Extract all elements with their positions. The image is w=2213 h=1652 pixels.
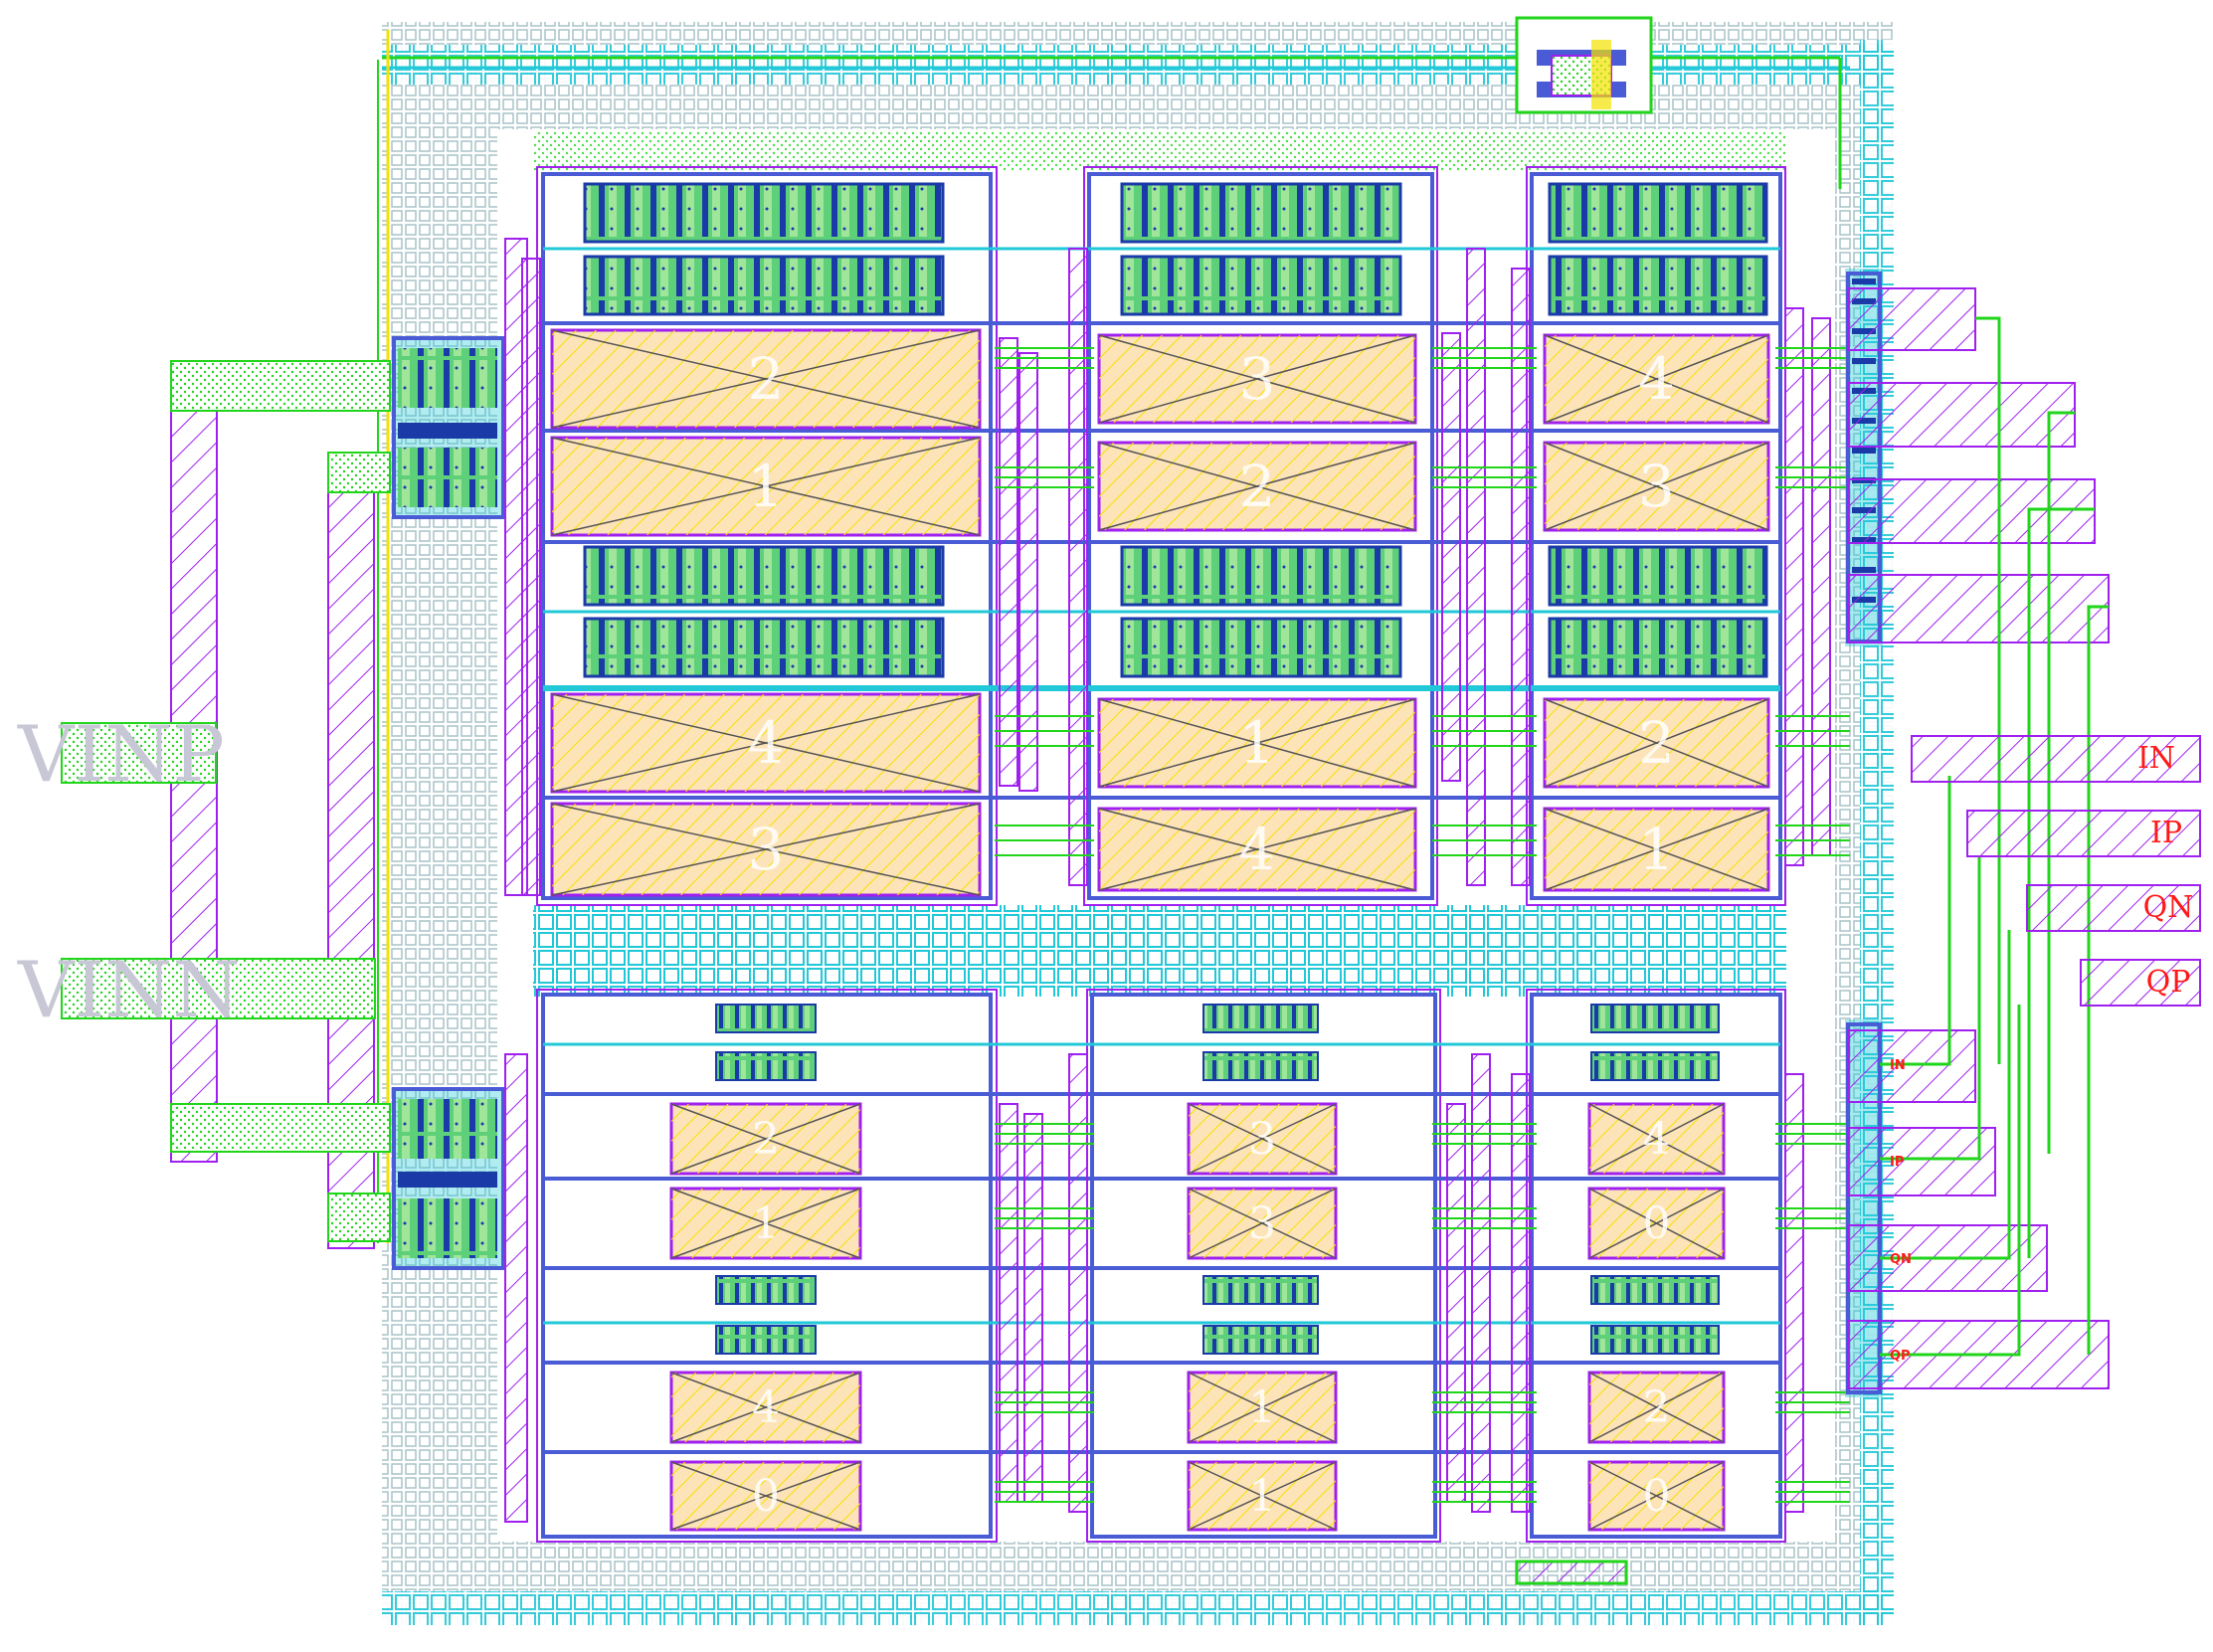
horizontal-wires bbox=[995, 347, 1850, 1503]
inner-pin-ip: IP bbox=[1890, 1155, 1904, 1170]
port-vinp-label: VINP bbox=[17, 710, 225, 800]
center-via-band bbox=[533, 905, 1786, 997]
bot-res-c2-r2-label: 2 bbox=[1643, 1382, 1671, 1433]
top-res-c2-r1-label: 3 bbox=[1638, 453, 1675, 520]
top-fet-array bbox=[543, 182, 1780, 800]
top-res-c1-r0-label: 3 bbox=[1239, 345, 1276, 413]
pin-ip[interactable]: IP bbox=[1966, 810, 2201, 857]
top-res-c0-r0: 2 bbox=[550, 328, 982, 430]
left-input-pair-top bbox=[392, 336, 505, 519]
top-res-c0-r1-label: 1 bbox=[748, 453, 785, 520]
port-vinp[interactable]: VINP bbox=[17, 710, 225, 800]
pin-ip-label: IP bbox=[2150, 816, 2182, 850]
left-input-pair-bottom bbox=[392, 1087, 505, 1270]
inner-pin-qp: QP bbox=[1890, 1349, 1911, 1364]
top-res-c0-r0-label: 2 bbox=[748, 345, 785, 413]
top-res-c1-r2: 1 bbox=[1097, 697, 1417, 789]
top-res-c2-r2: 2 bbox=[1543, 697, 1770, 789]
bot-res-c1-r2: 1 bbox=[1187, 1371, 1338, 1444]
bot-res-c1-r3-label: 1 bbox=[1248, 1471, 1276, 1522]
bot-res-c2-r1: 0 bbox=[1587, 1187, 1726, 1260]
top-res-c1-r0: 3 bbox=[1097, 333, 1417, 425]
inner-pin-in: IN bbox=[1890, 1058, 1906, 1073]
bottom-resistor-array: 2 1 4 0 3 3 1 1 4 0 2 0 bbox=[669, 1102, 1726, 1532]
bot-res-c1-r1-label: 3 bbox=[1248, 1198, 1276, 1249]
bottom-tap-cell bbox=[1515, 1560, 1628, 1585]
bot-res-c1-r0-label: 3 bbox=[1248, 1114, 1276, 1165]
bot-res-c2-r1-label: 0 bbox=[1643, 1198, 1671, 1249]
top-res-c0-r3: 3 bbox=[550, 802, 982, 897]
top-resistor-array: 2 1 4 3 3 2 1 4 4 3 2 1 bbox=[550, 328, 1770, 897]
top-res-c1-r1-label: 2 bbox=[1239, 453, 1276, 520]
top-res-c1-r3: 4 bbox=[1097, 807, 1417, 892]
top-res-c1-r1: 2 bbox=[1097, 441, 1417, 532]
top-res-c0-r2: 4 bbox=[550, 692, 982, 794]
bot-res-c0-r2: 4 bbox=[669, 1371, 862, 1444]
pin-qn-label: QN bbox=[2143, 890, 2194, 925]
top-res-c2-r3-label: 1 bbox=[1638, 816, 1675, 883]
top-tap-cell bbox=[1515, 16, 1653, 114]
top-res-c2-r3: 1 bbox=[1543, 807, 1770, 892]
bot-res-c1-r0: 3 bbox=[1187, 1102, 1338, 1176]
pin-in[interactable]: IN bbox=[1911, 735, 2201, 783]
bot-res-c0-r1-label: 1 bbox=[752, 1198, 780, 1249]
pin-qp[interactable]: QP bbox=[2080, 959, 2201, 1007]
pin-qp-label: QP bbox=[2146, 965, 2191, 1000]
bot-res-c2-r0: 4 bbox=[1587, 1102, 1726, 1176]
top-res-c2-r0-label: 4 bbox=[1638, 345, 1675, 413]
bot-res-c2-r3: 0 bbox=[1587, 1460, 1726, 1532]
bot-res-c2-r3-label: 0 bbox=[1643, 1471, 1671, 1522]
bot-res-c0-r3-label: 0 bbox=[752, 1471, 780, 1522]
top-res-c1-r3-label: 4 bbox=[1239, 816, 1276, 883]
top-res-c2-r2-label: 2 bbox=[1638, 709, 1675, 777]
bot-res-c0-r3: 0 bbox=[669, 1460, 862, 1532]
bot-res-c2-r0-label: 4 bbox=[1643, 1114, 1671, 1165]
pin-in-label: IN bbox=[2137, 741, 2175, 776]
bot-res-c0-r0: 2 bbox=[669, 1102, 862, 1176]
inner-pin-qn: QN bbox=[1890, 1252, 1912, 1267]
bot-res-c1-r2-label: 1 bbox=[1248, 1382, 1276, 1433]
left-routing bbox=[170, 360, 391, 1249]
bot-res-c0-r0-label: 2 bbox=[752, 1114, 780, 1165]
right-top-wings bbox=[1847, 287, 2110, 643]
port-vinn-label: VINN bbox=[17, 946, 241, 1035]
bot-res-c0-r2-label: 4 bbox=[752, 1382, 780, 1433]
port-vinn[interactable]: VINN bbox=[17, 946, 376, 1035]
top-res-c2-r1: 3 bbox=[1543, 441, 1770, 532]
bot-res-c0-r1: 1 bbox=[669, 1187, 862, 1260]
bot-res-c1-r1: 3 bbox=[1187, 1187, 1338, 1260]
top-res-c0-r1: 1 bbox=[550, 436, 982, 537]
top-res-c1-r2-label: 1 bbox=[1239, 709, 1276, 777]
bottom-fet-array bbox=[715, 1004, 1720, 1355]
top-res-c0-r2-label: 4 bbox=[748, 709, 785, 777]
top-res-c0-r3-label: 3 bbox=[748, 816, 785, 883]
bot-res-c2-r2: 2 bbox=[1587, 1371, 1726, 1444]
pin-qn[interactable]: QN bbox=[2026, 884, 2201, 932]
bot-res-c1-r3: 1 bbox=[1187, 1460, 1338, 1532]
top-res-c2-r0: 4 bbox=[1543, 333, 1770, 425]
